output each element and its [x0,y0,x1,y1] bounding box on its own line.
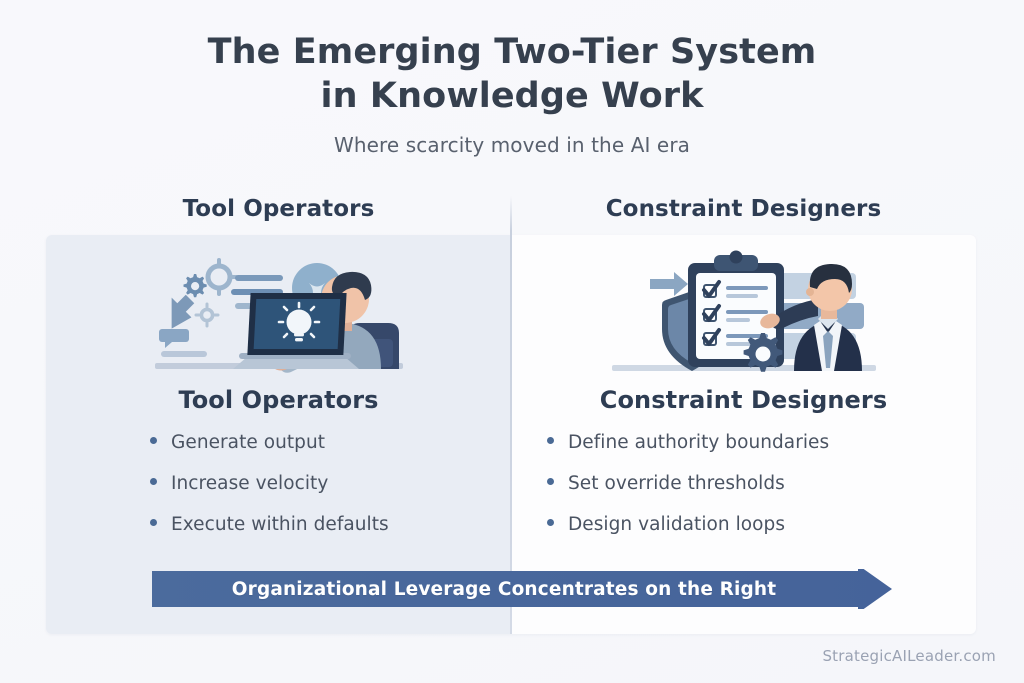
panel-constraint-designers: Constraint Designers Define authority bo… [511,235,976,634]
bullet-item: Set override thresholds [547,473,829,514]
gear-icon [183,274,207,298]
bullet-dot-icon [547,519,554,526]
header: The Emerging Two-Tier System in Knowledg… [0,30,1024,157]
column-divider [510,196,512,634]
up-right-arrow-shape [171,294,194,329]
leverage-arrow-banner: Organizational Leverage Concentrates on … [152,569,892,609]
person-at-laptop-with-lightbulb-illustration [143,247,415,383]
bullet-item: Define authority boundaries [547,432,829,473]
bullet-dot-icon [150,478,157,485]
gear-icon [743,333,782,372]
checklist-rows [701,280,768,346]
bullet-dot-icon [150,437,157,444]
bullet-item: Generate output [150,432,389,473]
bullet-dot-icon [150,519,157,526]
small-gear-icon [194,302,219,328]
right-arrow-shape [649,272,688,296]
bullet-label: Increase velocity [171,473,329,494]
bullet-list-constraint-designers: Define authority boundaries Set override… [547,432,829,555]
column-header-tool-operators: Tool Operators [182,196,375,222]
arrow-shape [152,569,892,609]
page-subtitle: Where scarcity moved in the AI era [333,132,691,157]
bullet-item: Execute within defaults [150,514,389,555]
bullet-item: Design validation loops [547,514,829,555]
bullet-label: Design validation loops [568,514,786,535]
bullet-label: Set override thresholds [568,473,785,494]
panel-tool-operators: Tool Operators Generate output Increase … [46,235,511,634]
bullet-item: Increase velocity [150,473,389,514]
bullet-list-tool-operators: Generate output Increase velocity Execut… [150,432,389,555]
screen-lightbulb-icon [277,301,320,342]
bullet-label: Define authority boundaries [568,432,830,453]
page-title-line-1: The Emerging Two-Tier System [207,32,817,72]
footer-watermark: StrategicAILeader.com [822,647,996,665]
bullet-label: Generate output [171,432,326,453]
column-headers: Tool Operators Constraint Designers [46,196,976,236]
shield-checklist-businessman-illustration [604,247,884,383]
comparison-panel: Tool Operators Generate output Increase … [46,235,976,634]
page-title: The Emerging Two-Tier System in Knowledg… [0,30,1024,119]
tier-title-constraint-designers: Constraint Designers [599,386,888,414]
bullet-label: Execute within defaults [171,514,389,535]
tier-title-tool-operators: Tool Operators [178,386,379,414]
bullet-dot-icon [547,478,554,485]
page-title-line-2: in Knowledge Work [320,76,704,117]
bullet-dot-icon [547,437,554,444]
arrow-banner-label: Organizational Leverage Concentrates on … [231,578,777,600]
gear-ring-icon [205,258,238,296]
column-header-constraint-designers: Constraint Designers [605,196,882,222]
